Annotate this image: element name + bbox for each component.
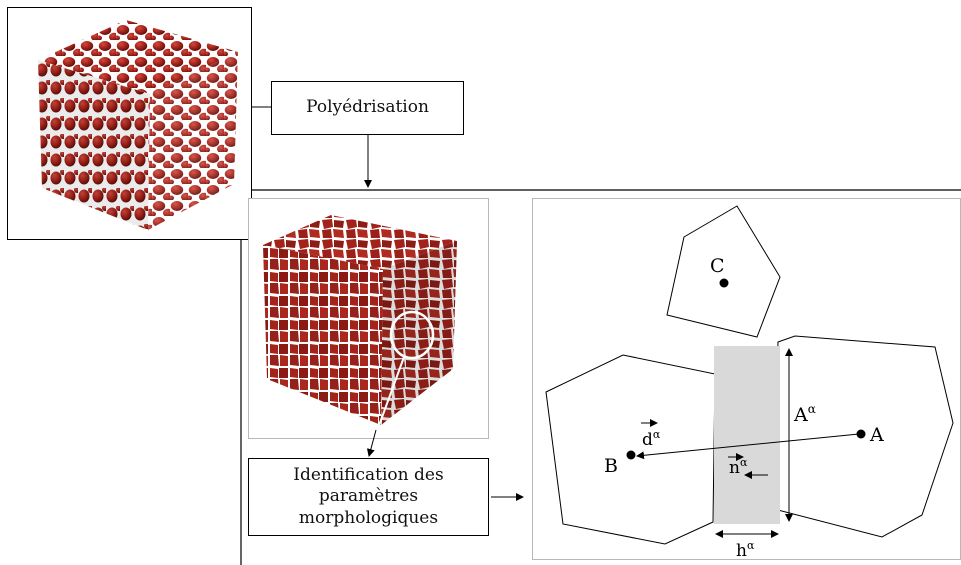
grain-b-center bbox=[626, 450, 636, 460]
grain-packing-image-frame bbox=[7, 7, 252, 240]
grain-c-polygon bbox=[666, 205, 781, 338]
thickness-label: hα bbox=[736, 539, 755, 559]
grain-c-center bbox=[719, 278, 729, 288]
identification-keyword: Identification bbox=[293, 465, 409, 486]
grain-a-label: A bbox=[869, 424, 884, 446]
polyhedrisation-label: Polyédrisation bbox=[306, 97, 429, 118]
interface-region bbox=[714, 346, 780, 524]
identification-line1-rest: des bbox=[408, 465, 444, 486]
identification-line2: paramètres bbox=[318, 486, 419, 507]
grain-b-polygon bbox=[545, 354, 716, 545]
polyhedral-cube-image bbox=[263, 215, 457, 432]
polyhedrisation-step-box: Polyédrisation bbox=[271, 81, 464, 135]
grain-c-label: C bbox=[710, 255, 725, 277]
grain-packing-image bbox=[38, 20, 238, 230]
distance-vector bbox=[636, 433, 860, 460]
identification-line3: morphologiques bbox=[298, 507, 439, 528]
interface-schematic: C B A Aα dα nα hα bbox=[545, 205, 954, 561]
normal-label: nα bbox=[729, 456, 748, 478]
highlight-circle bbox=[389, 310, 435, 360]
interface-schematic-frame: C B A Aα dα nα hα bbox=[532, 198, 961, 561]
grain-a-center bbox=[856, 429, 866, 439]
identification-step-box: Identification des paramètres morphologi… bbox=[248, 458, 489, 536]
area-label: Aα bbox=[793, 402, 816, 426]
distance-label: dα bbox=[642, 428, 661, 450]
grain-b-label: B bbox=[604, 455, 618, 477]
polyhedral-cube-image-frame bbox=[248, 198, 489, 439]
